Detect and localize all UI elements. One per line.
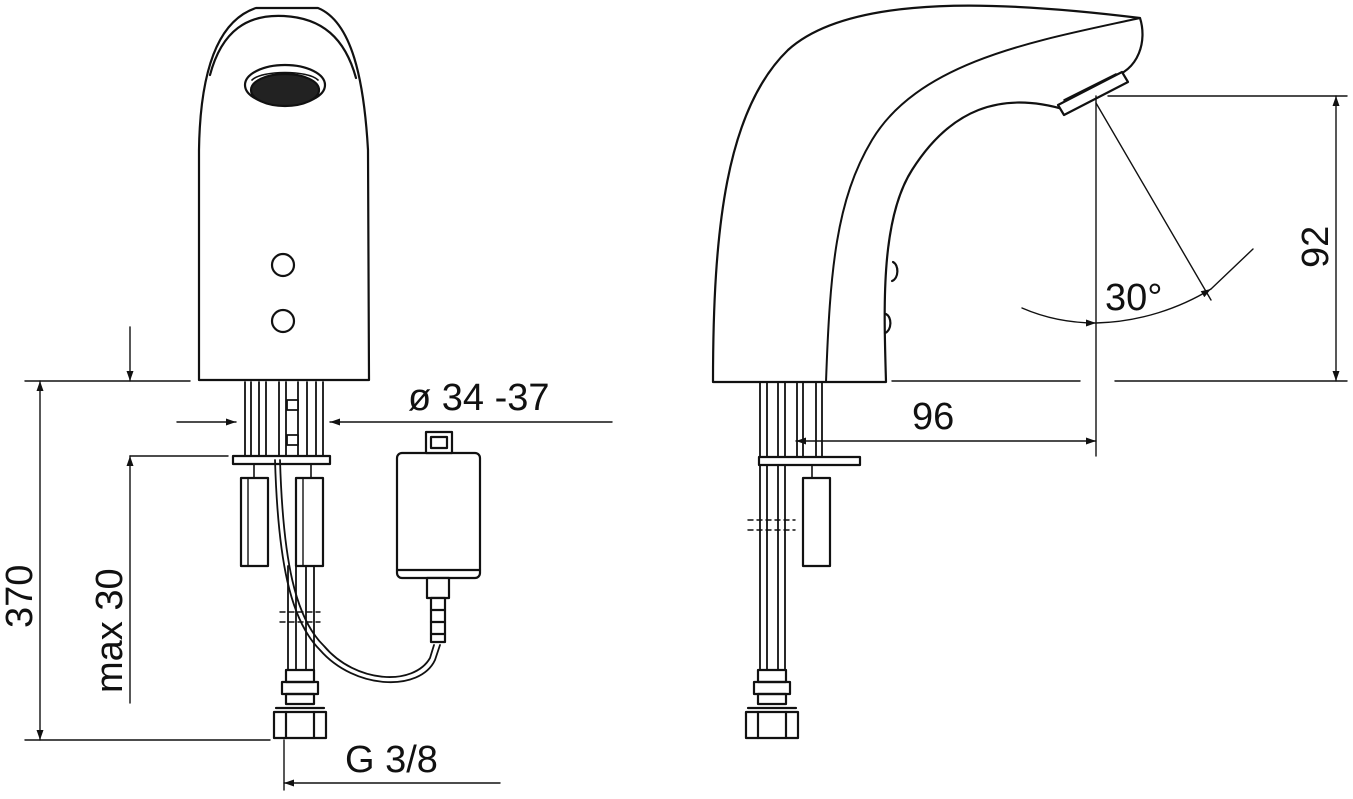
front-hood-curve (208, 14, 358, 80)
dim-reach-label: 96 (912, 396, 954, 438)
sensor-window-icon (270, 252, 296, 278)
electronics-box (395, 430, 482, 644)
side-view (711, 4, 1144, 740)
dim-total-height-label: 370 (0, 565, 41, 628)
side-sensor-icon (883, 312, 892, 335)
dim-thread-label: G 3/8 (345, 739, 438, 781)
front-view (197, 6, 482, 740)
aerator-icon (243, 63, 327, 108)
dimension-lines (24, 95, 1348, 791)
sensor-window-icon (270, 308, 296, 334)
side-aerator-icon (1056, 70, 1130, 117)
angle-leg (1095, 102, 1212, 301)
dim-depth-label: max 30 (89, 568, 131, 693)
dim-diameter-label: ø 34 -37 (408, 377, 550, 419)
front-mounting-plate (231, 454, 332, 466)
sensor-cable (274, 459, 441, 684)
side-sensor-icon (890, 260, 899, 283)
front-connector-nut (272, 668, 328, 740)
dim-angle-arc (1021, 307, 1097, 327)
front-faucet-body (197, 6, 371, 382)
side-threaded-rod (801, 476, 832, 568)
front-threaded-rod-left (239, 476, 270, 568)
front-threaded-rod-right (294, 476, 325, 568)
side-connector-nut (744, 668, 800, 740)
side-mounting-plate (757, 455, 862, 467)
dim-spout-height-label: 92 (1295, 226, 1337, 268)
front-supply-hoses (244, 381, 324, 461)
side-faucet-body (711, 4, 1144, 384)
dim-angle-label: 30° (1105, 277, 1162, 319)
